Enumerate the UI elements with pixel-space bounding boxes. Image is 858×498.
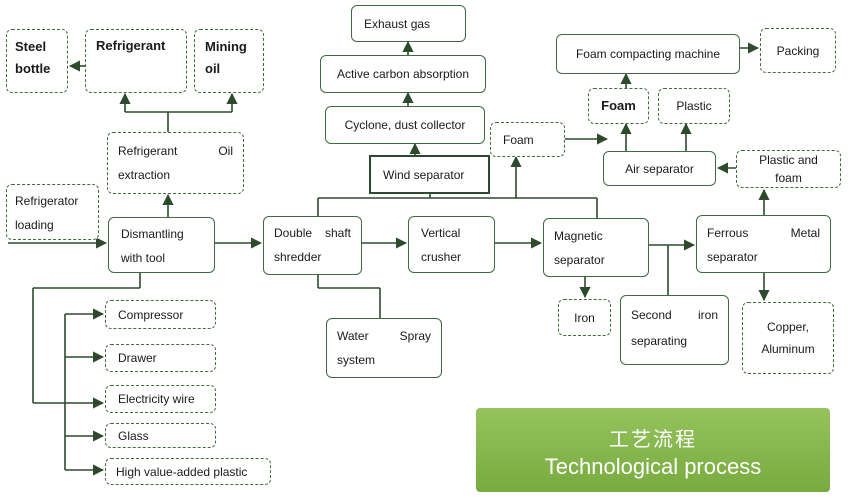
- banner-english-title: Technological process: [544, 454, 762, 479]
- node-foam-left: Foam: [490, 122, 565, 157]
- node-cyclone-dust-collector: Cyclone, dust collector: [325, 106, 485, 144]
- node-water-spray-system: Water Spray system: [326, 318, 442, 378]
- node-glass: Glass: [105, 423, 216, 448]
- node-second-iron-separating: Second iron separating: [620, 295, 729, 365]
- node-exhaust-gas: Exhaust gas: [351, 5, 466, 42]
- node-foam-right: Foam: [588, 88, 649, 124]
- node-wind-separator: Wind separator: [369, 155, 490, 194]
- node-vertical-crusher: Vertical crusher: [408, 216, 495, 273]
- node-double-shaft-shredder: Double shaft shredder: [263, 216, 362, 275]
- node-refrigerator-loading: Refrigerator loading: [6, 184, 99, 240]
- node-active-carbon-absorption: Active carbon absorption: [320, 55, 486, 93]
- node-foam-compacting-machine: Foam compacting machine: [556, 34, 740, 74]
- node-mining-oil: Mining oil: [194, 29, 264, 93]
- node-steel-bottle: Steel bottle: [6, 29, 68, 93]
- node-plastic-and-foam: Plastic and foam: [736, 150, 841, 188]
- node-refrigerant: Refrigerant: [85, 29, 187, 93]
- node-electricity-wire: Electricity wire: [105, 385, 216, 413]
- node-packing: Packing: [760, 28, 836, 73]
- node-dismantling-with-tool: Dismantling with tool: [108, 217, 215, 273]
- node-plastic: Plastic: [658, 88, 730, 124]
- node-high-value-added-plastic: High value-added plastic: [105, 458, 271, 485]
- process-banner: 工艺流程 Technological process: [476, 408, 830, 492]
- banner-chinese-title: 工艺流程: [609, 427, 697, 451]
- node-ferrous-metal-separator: Ferrous Metal separator: [696, 215, 831, 273]
- node-refrigerant-oil-extraction: Refrigerant Oil extraction: [107, 132, 244, 194]
- node-copper-aluminum: Copper, Aluminum: [742, 302, 834, 374]
- node-air-separator: Air separator: [603, 151, 716, 186]
- node-iron: Iron: [558, 299, 611, 336]
- node-drawer: Drawer: [105, 344, 216, 372]
- node-compressor: Compressor: [105, 300, 216, 329]
- node-magnetic-separator: Magnetic separator: [543, 218, 649, 277]
